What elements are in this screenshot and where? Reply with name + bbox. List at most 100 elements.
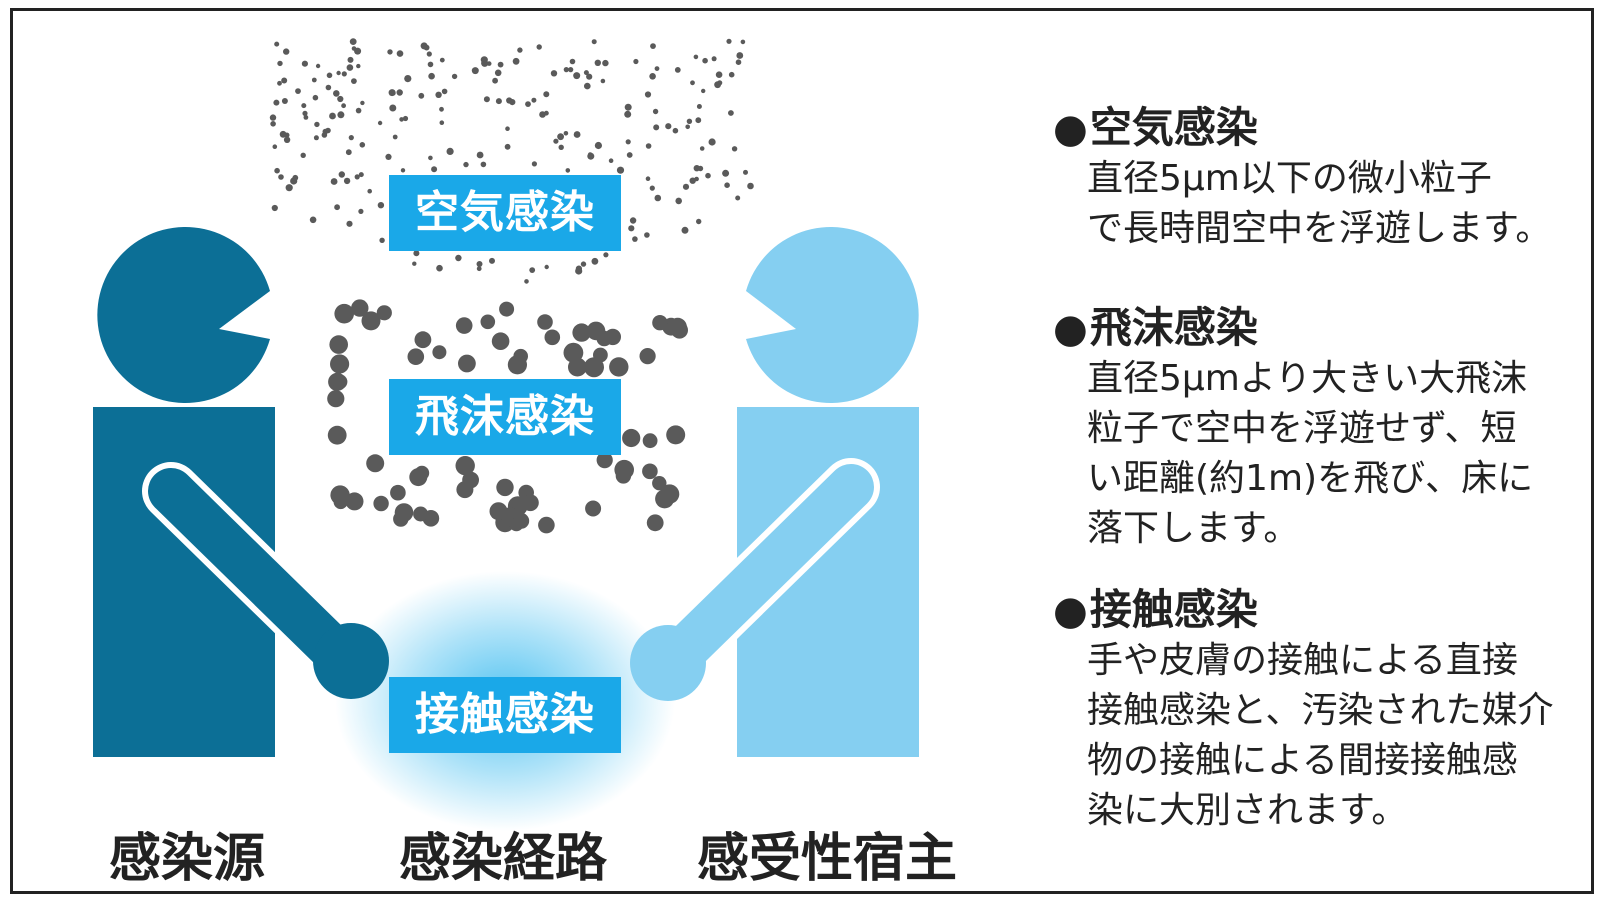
droplet-particle [572,323,591,342]
aerosol-particle [568,67,574,73]
aerosol-particle [686,118,693,125]
aerosol-particle [506,97,513,104]
aerosol-particle [728,110,734,116]
aerosol-particle [702,57,708,64]
aerosol-particle [334,204,340,211]
droplet-particle [609,357,629,377]
aerosol-particle [272,144,278,149]
aerosol-particle [471,67,479,75]
aerosol-particle [428,155,433,161]
droplet-particle [544,329,561,346]
aerosol-particle [303,115,309,120]
susceptible-host-label: 感受性宿主 [697,829,958,889]
aerosol-particle [476,266,482,272]
aerosol-particle [446,147,454,155]
aerosol-particle [292,174,299,181]
aerosol-particle [586,73,593,80]
aerosol-particle [569,58,576,65]
aerosol-particle [550,70,558,77]
aerosol-particle [269,114,277,121]
aerosol-particle [313,135,319,141]
droplet-particle [538,516,555,534]
source-hand [313,623,389,699]
droplet-particle [642,433,658,449]
aerosol-particle [400,168,406,173]
aerosol-particle [544,110,549,116]
aerosol-particle [358,208,364,214]
aerosol-particle [427,61,434,68]
droplet-particle [652,476,667,491]
aerosol-particle [359,142,366,148]
aerosol-particle [594,141,603,150]
aerosol-particle [495,98,502,105]
aerosol-particle [524,279,529,284]
aerosol-particle [356,63,361,69]
aerosol-particle [505,126,510,131]
legend-airborne-title: 空気感染 [1089,103,1258,152]
aerosol-particle [558,144,564,150]
aerosol-particle [573,72,581,80]
droplet-particle [351,299,369,317]
aerosol-particle [708,138,716,146]
aerosol-particle [747,182,754,190]
aerosol-particle [390,90,396,96]
contact-label: 接触感染 [389,677,621,753]
aerosol-particle [455,254,462,262]
aerosol-particle [273,99,280,106]
aerosol-particle [312,94,319,101]
aerosol-particle [463,161,469,168]
host-arm [650,464,874,684]
droplet-particle [329,335,349,354]
aerosol-particle [439,57,445,63]
aerosol-particle [274,167,280,174]
droplet-particle [407,348,425,366]
aerosol-particle [283,48,290,55]
aerosol-particle [392,134,398,140]
aerosol-particle [329,112,336,120]
droplet-particle [622,428,641,448]
aerosol-particle [696,104,702,109]
aerosol-particle [300,152,306,158]
droplet-particle [666,425,686,445]
aerosol-particle [583,70,589,76]
aerosol-particle [644,91,652,98]
aerosol-particle [281,77,288,84]
aerosol-particle [736,52,744,59]
droplet-particle [671,321,688,339]
aerosol-particle [717,80,723,86]
droplet-particle [496,478,514,497]
aerosol-particle [274,41,280,47]
aerosol-particle [573,131,581,138]
aerosol-particle [349,38,357,45]
aerosol-particle [480,161,487,168]
aerosol-particle [681,226,689,234]
droplet-particle [409,468,428,487]
aerosol-particle [628,225,635,232]
aerosol-particle [705,172,711,179]
aerosol-particle [412,261,417,266]
droplet-particle [537,314,553,330]
aerosol-particle [695,117,702,124]
aerosol-particle [404,75,412,83]
legend-airborne-body: 直径5μm以下の微小粒子 で長時間空中を浮遊します。 [1087,158,1552,249]
aerosol-particle [654,194,662,202]
aerosol-particle [271,204,278,212]
aerosol-particle [531,97,537,103]
aerosol-particle [309,216,317,224]
aerosol-particle [674,67,681,73]
legend-contact: ●接触感染 手や皮膚の接触による直接 接触感染と、汚染された媒介 物の接触による… [1053,585,1573,836]
droplet-particle [456,481,474,499]
aerosol-particle [295,88,301,94]
legend-droplet-title: 飛沫感染 [1089,303,1258,352]
aerosol-particle [735,195,741,201]
aerosol-particle [731,146,738,152]
aerosol-particle [504,143,511,150]
aerosol-particle [544,264,549,270]
aerosol-particle [278,174,284,180]
aerosol-particle [645,176,651,181]
aerosol-particle [690,80,695,86]
aerosol-particle [689,177,696,184]
aerosol-particle [347,56,354,63]
aerosol-particle [624,110,632,118]
droplet-particle [458,354,476,373]
